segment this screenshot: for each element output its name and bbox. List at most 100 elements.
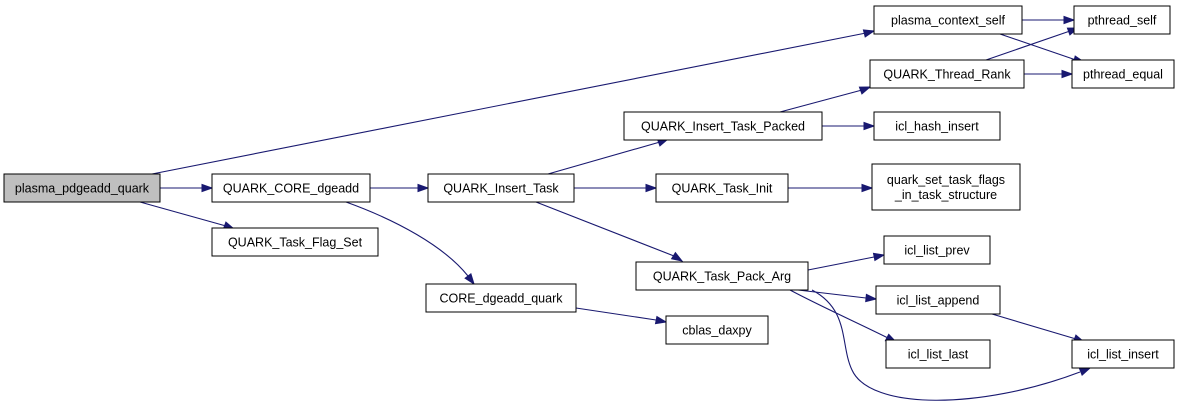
edge-list_append-to-list_insert [991,313,1086,343]
node-list-append[interactable]: icl_list_append [875,285,1001,315]
node-label: QUARK_Task_Flag_Set [228,236,363,250]
edge-insert_packed-to-thread_rank [779,86,872,113]
arrowhead-icon [1063,15,1076,25]
edge-line [797,289,867,299]
node-box[interactable] [425,283,577,313]
node-box[interactable] [211,227,379,257]
node-box[interactable] [1071,59,1175,89]
node-label: plasma_pdgeadd_quark [15,182,150,196]
node-pack-arg[interactable]: QUARK_Task_Pack_Arg [635,261,809,291]
node-label: plasma_context_self [891,14,1005,28]
edges-layer [139,15,1092,401]
node-label: pthread_self [1088,14,1157,28]
node-label: QUARK_Thread_Rank [883,68,1011,82]
node-label: icl_hash_insert [895,120,979,134]
edge-line [575,307,657,321]
node-list-last[interactable]: icl_list_last [885,339,991,369]
node-pthread-self[interactable]: pthread_self [1073,5,1171,35]
edge-ctx_self-to-pthread_self [1022,15,1076,25]
arrowhead-icon [417,183,430,193]
node-label: cblas_daxpy [682,324,752,338]
node-list-insert[interactable]: icl_list_insert [1071,339,1175,369]
node-list-prev[interactable]: icl_list_prev [883,235,991,265]
edge-core_dgeadd-to-insert_task [370,183,430,193]
node-label: QUARK_Task_Init [672,182,773,196]
edge-line [811,289,1081,401]
edge-insert_task-to-pack_arg [535,201,684,262]
edge-line [151,32,867,175]
edge-thread_rank-to-pthread_equal [1024,69,1074,79]
arrowhead-icon [1078,367,1092,376]
arrowhead-icon [464,272,475,286]
node-core-dgeadd[interactable]: QUARK_CORE_dgeadd [211,173,371,203]
arrowhead-icon [1061,69,1074,79]
node-box[interactable] [873,111,1001,141]
node-label: QUARK_Insert_Task_Packed [641,120,805,134]
edge-pack_arg-to-list_append [797,289,878,303]
node-box[interactable] [623,111,823,141]
node-label: icl_list_append [897,294,980,308]
edge-root-to-flag_set [139,201,236,230]
arrowhead-icon [858,86,872,95]
node-box[interactable] [665,315,769,345]
node-label: QUARK_Task_Pack_Arg [653,270,791,284]
edge-line [779,89,863,113]
node-hash-insert[interactable]: icl_hash_insert [873,111,1001,141]
node-task-flags[interactable]: quark_set_task_flags_in_task_structure [871,163,1021,211]
node-core-dgeadd-quark[interactable]: CORE_dgeadd_quark [425,283,577,313]
edge-line [807,256,875,271]
node-box[interactable] [883,235,991,265]
node-box[interactable] [1073,5,1171,35]
node-label: pthread_equal [1083,68,1163,82]
node-box[interactable] [3,173,161,203]
edge-insert_task-to-insert_packed [547,138,670,175]
node-flag-set[interactable]: QUARK_Task_Flag_Set [211,227,379,257]
node-label: QUARK_Insert_Task [443,182,559,196]
node-box[interactable] [655,173,789,203]
node-box[interactable] [871,163,1021,211]
node-box[interactable] [427,173,575,203]
edge-line [789,289,889,339]
node-root[interactable]: plasma_pdgeadd_quark [3,173,161,203]
node-label: icl_list_last [908,348,969,362]
arrowhead-icon [865,293,878,303]
node-box[interactable] [1071,339,1175,369]
node-label: quark_set_task_flags [887,173,1005,187]
edge-line [991,313,1077,340]
arrowhead-icon [863,121,876,131]
node-box[interactable] [211,173,371,203]
node-insert-packed[interactable]: QUARK_Insert_Task_Packed [623,111,823,141]
edge-line [535,201,675,257]
node-thread-rank[interactable]: QUARK_Thread_Rank [869,59,1025,89]
node-label: QUARK_CORE_dgeadd [223,182,359,196]
node-label: _in_task_structure [894,188,997,202]
arrowhead-icon [862,29,876,38]
node-box[interactable] [873,5,1023,35]
node-box[interactable] [635,261,809,291]
edge-core_dgeadd-to-core_dgeadd_quark [345,201,475,286]
node-label: icl_list_prev [904,244,970,258]
edge-insert_task-to-task_init [574,183,658,193]
edge-insert_packed-to-hash_insert [822,121,876,131]
arrowhead-icon [670,251,684,262]
edge-task_init-to-task_flags [788,183,874,193]
node-task-init[interactable]: QUARK_Task_Init [655,173,789,203]
arrowhead-icon [872,252,886,262]
edge-root-to-core_dgeadd [160,183,214,193]
edge-line [547,141,661,175]
edge-root-to-ctx_self [151,29,876,175]
node-ctx-self[interactable]: plasma_context_self [873,5,1023,35]
node-box[interactable] [875,285,1001,315]
edge-pack_arg-to-list_prev [807,252,886,271]
node-box[interactable] [885,339,991,369]
node-box[interactable] [869,59,1025,89]
node-pthread-equal[interactable]: pthread_equal [1071,59,1175,89]
node-label: CORE_dgeadd_quark [440,292,564,306]
edge-line [345,201,469,277]
arrowhead-icon [654,315,668,325]
node-cblas[interactable]: cblas_daxpy [665,315,769,345]
arrowhead-icon [645,183,658,193]
node-insert-task[interactable]: QUARK_Insert_Task [427,173,575,203]
edge-line [999,33,1077,61]
